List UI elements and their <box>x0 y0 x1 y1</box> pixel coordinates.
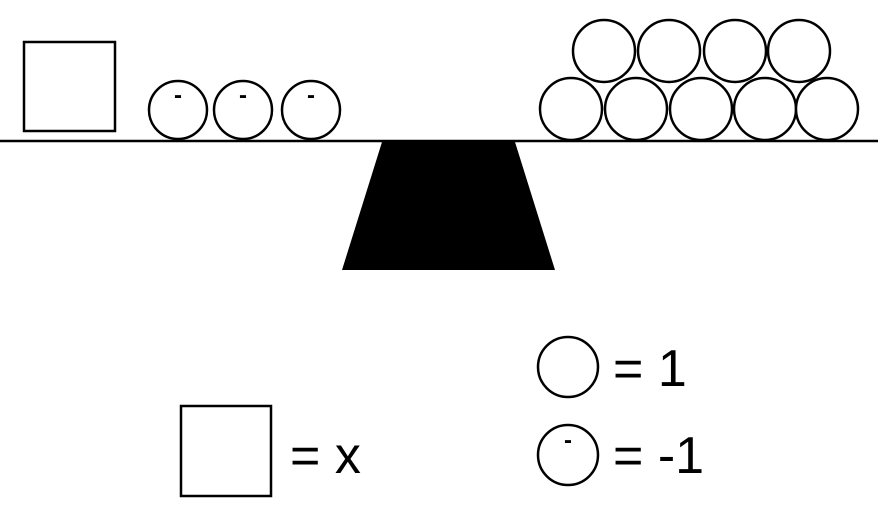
legend-neg-one-label: = -1 <box>613 427 705 485</box>
minus-sign: - <box>307 82 315 109</box>
legend-negative-circle: - <box>536 423 600 487</box>
positive-unit-circle <box>794 76 860 142</box>
positive-unit-circle <box>732 76 798 142</box>
positive-unit-circle <box>636 18 702 84</box>
x-box <box>22 40 117 133</box>
negative-unit-circle: - <box>147 79 209 141</box>
negative-unit-circle: - <box>280 79 342 141</box>
scale-fulcrum <box>342 142 555 270</box>
legend-one-label: = 1 <box>613 340 687 398</box>
legend-x-box <box>179 404 273 498</box>
minus-sign: - <box>174 82 182 109</box>
positive-unit-circle <box>766 18 832 84</box>
minus-sign: - <box>239 82 247 109</box>
minus-sign: - <box>564 427 572 454</box>
negative-unit-circle: - <box>212 79 274 141</box>
positive-unit-circle <box>702 18 768 84</box>
positive-unit-circle <box>571 18 637 84</box>
positive-unit-circle <box>668 76 734 142</box>
legend-positive-circle <box>536 335 600 399</box>
positive-unit-circle <box>603 76 669 142</box>
positive-unit-circle <box>538 76 604 142</box>
legend-x-label: = x <box>290 427 361 485</box>
